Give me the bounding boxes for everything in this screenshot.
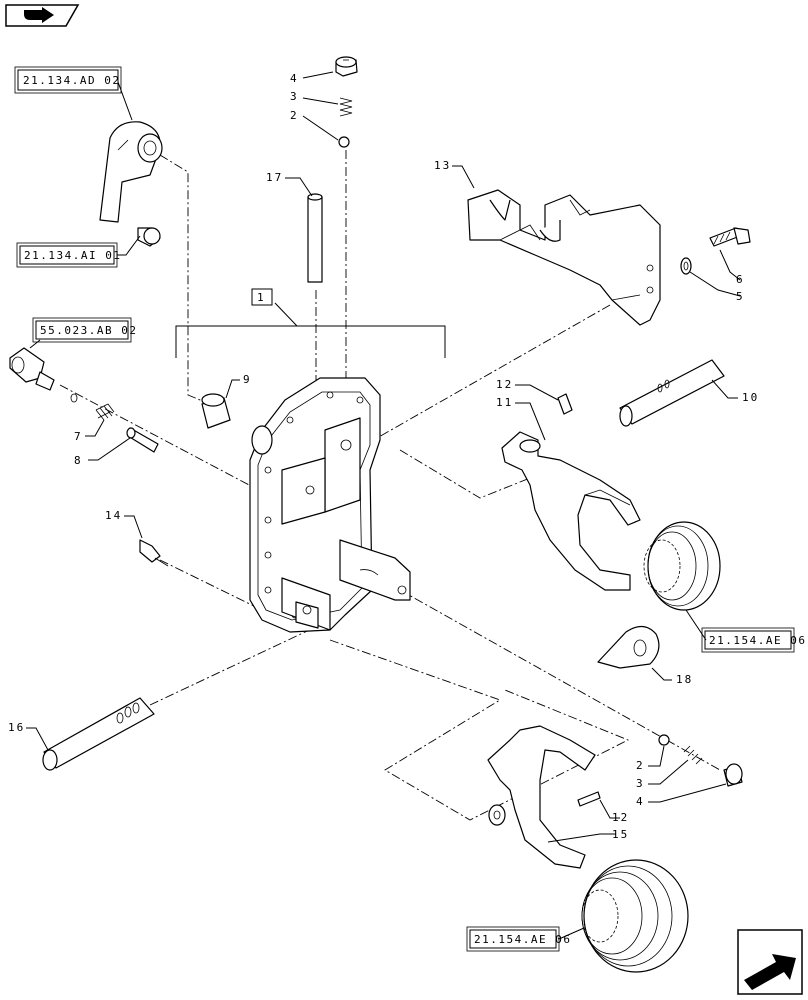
callout-10: 10 bbox=[742, 391, 759, 404]
washer-5 bbox=[680, 257, 692, 275]
detent-spring-lower bbox=[683, 745, 703, 765]
callout-8: 8 bbox=[74, 454, 83, 467]
bolt-6 bbox=[709, 227, 751, 247]
callout-6: 6 bbox=[736, 273, 745, 286]
shift-rail-16 bbox=[42, 697, 155, 771]
o-ring bbox=[70, 393, 78, 403]
ref-21-154-ae-06-lower[interactable]: 21.154.AE 06 bbox=[474, 933, 571, 946]
callout-14: 14 bbox=[105, 509, 122, 522]
detent-bolt-top bbox=[335, 56, 358, 77]
callout-12: 12 bbox=[496, 378, 513, 391]
callout-17: 17 bbox=[266, 171, 283, 184]
callout-12-lower: 12 bbox=[612, 811, 629, 824]
plunger-8 bbox=[126, 427, 159, 453]
callout-4: 4 bbox=[290, 72, 299, 85]
shift-bracket-13 bbox=[467, 189, 661, 326]
gear-upper bbox=[643, 521, 721, 611]
callout-9: 9 bbox=[243, 373, 252, 386]
shaft-10 bbox=[619, 359, 725, 427]
bushing-9 bbox=[201, 393, 231, 429]
callout-3: 3 bbox=[290, 90, 299, 103]
callout-7: 7 bbox=[74, 430, 83, 443]
callout-3-lower: 3 bbox=[636, 777, 645, 790]
ref-21-154-ae-06-upper[interactable]: 21.154.AE 06 bbox=[709, 634, 806, 647]
lower-shift-fork bbox=[487, 725, 596, 869]
callout-1: 1 bbox=[257, 291, 266, 304]
upper-shift-fork bbox=[501, 431, 641, 591]
detent-ball-top bbox=[338, 136, 350, 148]
ref-55-023-ab-02[interactable]: 55.023.AB 02 bbox=[40, 324, 137, 337]
callout-2-lower: 2 bbox=[636, 759, 645, 772]
callout-13: 13 bbox=[434, 159, 451, 172]
pin-12-lower bbox=[577, 791, 601, 807]
clip-18 bbox=[597, 625, 660, 669]
shift-housing bbox=[249, 377, 411, 633]
callout-15: 15 bbox=[612, 828, 629, 841]
detent-spring-top bbox=[339, 97, 353, 117]
breather-plug bbox=[9, 347, 55, 391]
book-arrow-icon[interactable] bbox=[5, 4, 80, 27]
detent-bolt-lower bbox=[723, 763, 743, 787]
gear-lower bbox=[581, 859, 689, 973]
spring-7 bbox=[95, 403, 115, 421]
pin-12-upper bbox=[557, 393, 573, 415]
callout-18: 18 bbox=[676, 673, 693, 686]
assembly-bracket: 1 bbox=[175, 288, 446, 358]
next-page-arrow-icon[interactable] bbox=[737, 929, 803, 995]
lever-arm bbox=[99, 121, 163, 223]
callout-2: 2 bbox=[290, 109, 299, 122]
callout-16: 16 bbox=[8, 721, 25, 734]
ref-21-134-ad-02[interactable]: 21.134.AD 02 bbox=[23, 74, 120, 87]
callout-5: 5 bbox=[736, 290, 745, 303]
callout-4-lower: 4 bbox=[636, 795, 645, 808]
detent-ball-lower bbox=[658, 734, 670, 746]
lever-screw bbox=[137, 227, 161, 247]
callout-11: 11 bbox=[496, 396, 513, 409]
screw-14 bbox=[139, 539, 169, 567]
pin-17 bbox=[307, 193, 323, 283]
ref-21-134-ai-01[interactable]: 21.134.AI 01 bbox=[24, 249, 121, 262]
